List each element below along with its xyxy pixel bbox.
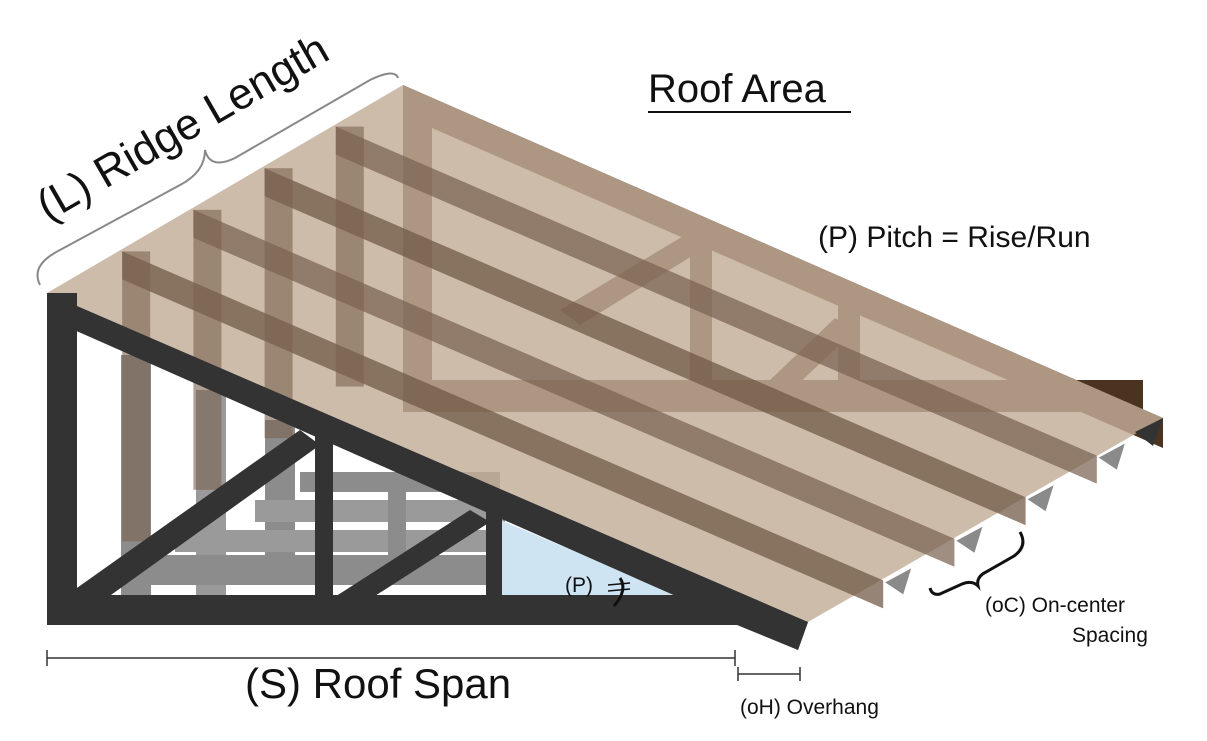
intermediate-trusses	[122, 126, 1097, 609]
intermediate-post	[193, 209, 222, 490]
front-left-post	[47, 293, 77, 625]
overhang-label: (oH) Overhang	[740, 696, 879, 719]
pitch-label: (P) Pitch = Rise/Run	[818, 221, 1091, 254]
intermediate-rafter	[335, 126, 1097, 484]
rafter-tail	[1135, 418, 1163, 446]
overhang-dimension	[737, 667, 801, 681]
rafter-tail	[1098, 443, 1125, 470]
intermediate-rafter	[122, 251, 884, 609]
front-web	[67, 430, 320, 610]
intermediate-post	[122, 251, 151, 542]
pitch-angle-mark	[607, 577, 631, 607]
on-center-label-line2: Spacing	[1072, 624, 1148, 647]
roof-span-label: (S) Roof Span	[245, 660, 511, 707]
roof-span-dimension	[46, 650, 736, 666]
page-title: Roof Area	[648, 67, 827, 111]
on-center-bracket	[928, 531, 1025, 596]
on-center-label-line1: (oC) On-center	[985, 594, 1125, 617]
front-truss	[47, 293, 808, 650]
front-web	[330, 510, 490, 612]
intermediate-rafter	[193, 209, 955, 567]
rafter-tail	[885, 568, 912, 595]
rafter-tail	[1027, 485, 1054, 512]
rafter-tail	[956, 526, 983, 553]
intermediate-rafter	[264, 168, 1026, 526]
front-web	[486, 505, 502, 605]
pitch-angle-label: (P)	[565, 574, 593, 597]
rafter-tails	[885, 418, 1163, 595]
intermediate-post	[335, 126, 364, 387]
ridge-length-bracket	[36, 72, 399, 286]
front-bottom-chord	[47, 595, 737, 625]
front-rafter	[47, 293, 808, 650]
front-overhang	[737, 595, 808, 650]
front-web	[315, 430, 333, 610]
hidden-post	[388, 488, 406, 568]
